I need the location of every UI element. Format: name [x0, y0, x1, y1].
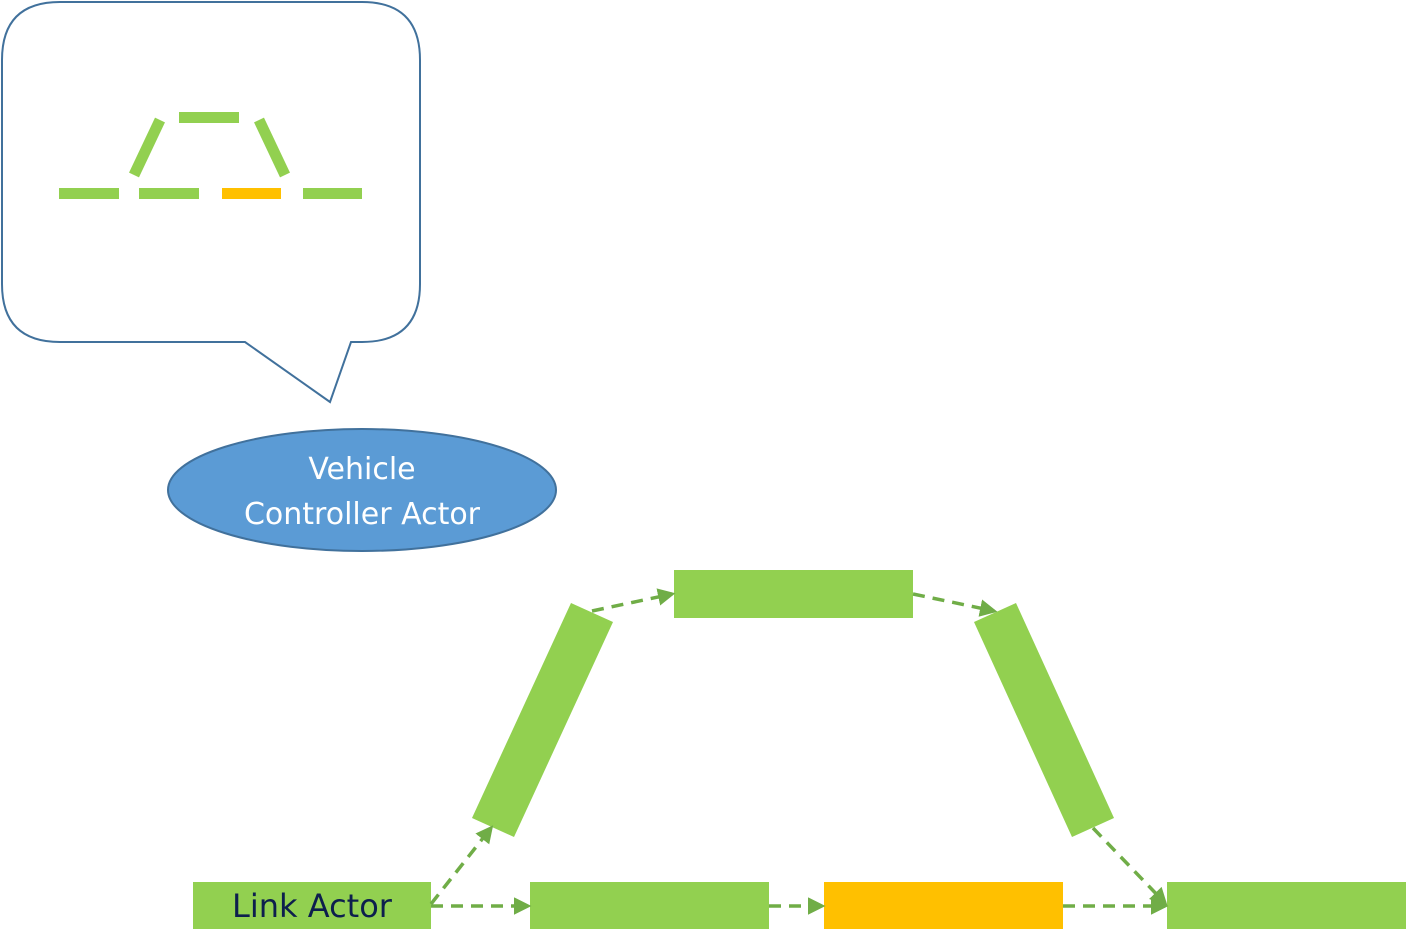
mini-link-bottom-2 [139, 188, 199, 199]
link-top [674, 570, 913, 618]
link-connections [429, 588, 1169, 915]
arrow-link-actor-to-up-ramp [429, 825, 494, 906]
link-actor-label: Link Actor [232, 887, 393, 925]
mini-link-bottom-4 [303, 188, 362, 199]
mini-link-up-ramp [129, 117, 165, 178]
mini-link-bottom-3-highlighted [222, 188, 281, 199]
link-up-ramp [472, 603, 613, 837]
vehicle-controller-label-line2: Controller Actor [244, 497, 481, 532]
link-bottom-2 [530, 882, 769, 929]
arrow-down-ramp-to-link-4 [1091, 826, 1168, 906]
arrow-top-to-down-ramp [912, 592, 998, 617]
mini-link-bottom-1 [59, 188, 119, 199]
link-down-ramp [974, 603, 1114, 837]
vehicle-controller-actor: Vehicle Controller Actor [167, 428, 557, 552]
mini-road-network [59, 112, 362, 199]
link-bottom-3-highlighted [824, 882, 1063, 929]
arrow-up-ramp-to-top [591, 588, 676, 613]
link-bottom-4 [1167, 882, 1406, 929]
link-actor [193, 882, 431, 929]
vehicle-controller-ellipse [167, 428, 557, 552]
road-network-links: Link Actor [193, 570, 1406, 929]
callout-bubble [1, 1, 421, 404]
mini-link-top [179, 112, 239, 123]
vehicle-controller-label-line1: Vehicle [308, 452, 415, 487]
mini-link-down-ramp [254, 117, 290, 178]
